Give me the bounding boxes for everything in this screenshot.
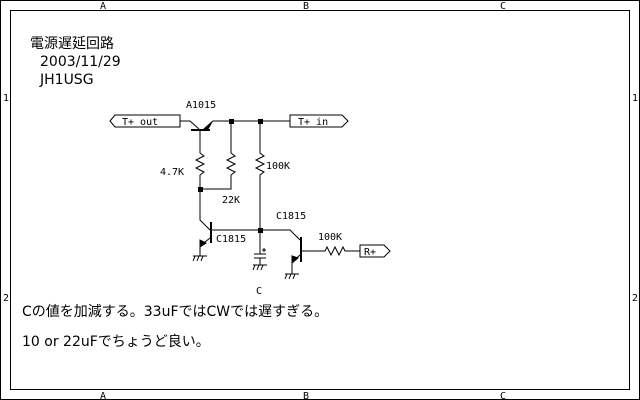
r4-label: 100K [318,232,342,243]
junction-dot [229,119,234,124]
transistor-q1 [180,120,290,150]
row-label-left-2: 2 [3,293,9,304]
ground-q3 [284,273,299,280]
note-line-1: Cの値を加減する。33uFではCWでは遅すぎる。 [22,303,328,320]
c-label: C [256,286,262,297]
row-label-right-1: 1 [632,93,638,104]
q1-label: A1015 [186,100,216,111]
port-t-out-label: T+ out [122,117,158,128]
col-label-top-c: C [500,1,506,12]
col-label-top-a: A [100,1,106,12]
junction-dot [258,119,263,124]
junction-dot [198,187,203,192]
r3-label: 100K [266,161,290,172]
port-t-in-label: T+ in [298,117,328,128]
q3-emitter-arrow [291,255,300,265]
col-label-bottom-a: A [100,391,106,400]
r2-label: 22K [222,195,240,206]
port-t-in [289,114,349,128]
junction-dot [258,228,263,233]
note-line-2: 10 or 22uFでちょうど良い。 [22,334,210,350]
transistor-q3 [260,229,360,280]
title: 電源遅延回路 [30,36,114,52]
capacitor-c [252,230,267,271]
col-label-top-b: B [303,1,309,12]
resistor-r2 [200,121,237,190]
resistor-r4 [301,245,360,257]
author: JH1USG [39,72,94,88]
q1-emitter-arrow [202,121,213,130]
col-label-bottom-b: B [303,391,309,400]
ground-c [252,264,267,271]
q2-emitter-arrow [199,239,207,248]
row-label-left-1: 1 [3,93,9,104]
q3-label: C1815 [276,211,306,222]
port-r-plus-label: R+ [364,247,376,258]
port-r-plus [359,244,391,258]
date: 2003/11/29 [40,54,121,70]
resistor-r3 [254,121,266,230]
row-label-right-2: 2 [632,293,638,304]
ground-q2 [192,255,207,262]
resistor-r1 [194,150,206,189]
q2-label: C1815 [216,234,246,245]
r1-label: 4.7K [160,167,184,178]
inner-border [10,10,630,390]
col-label-bottom-c: C [500,391,506,400]
